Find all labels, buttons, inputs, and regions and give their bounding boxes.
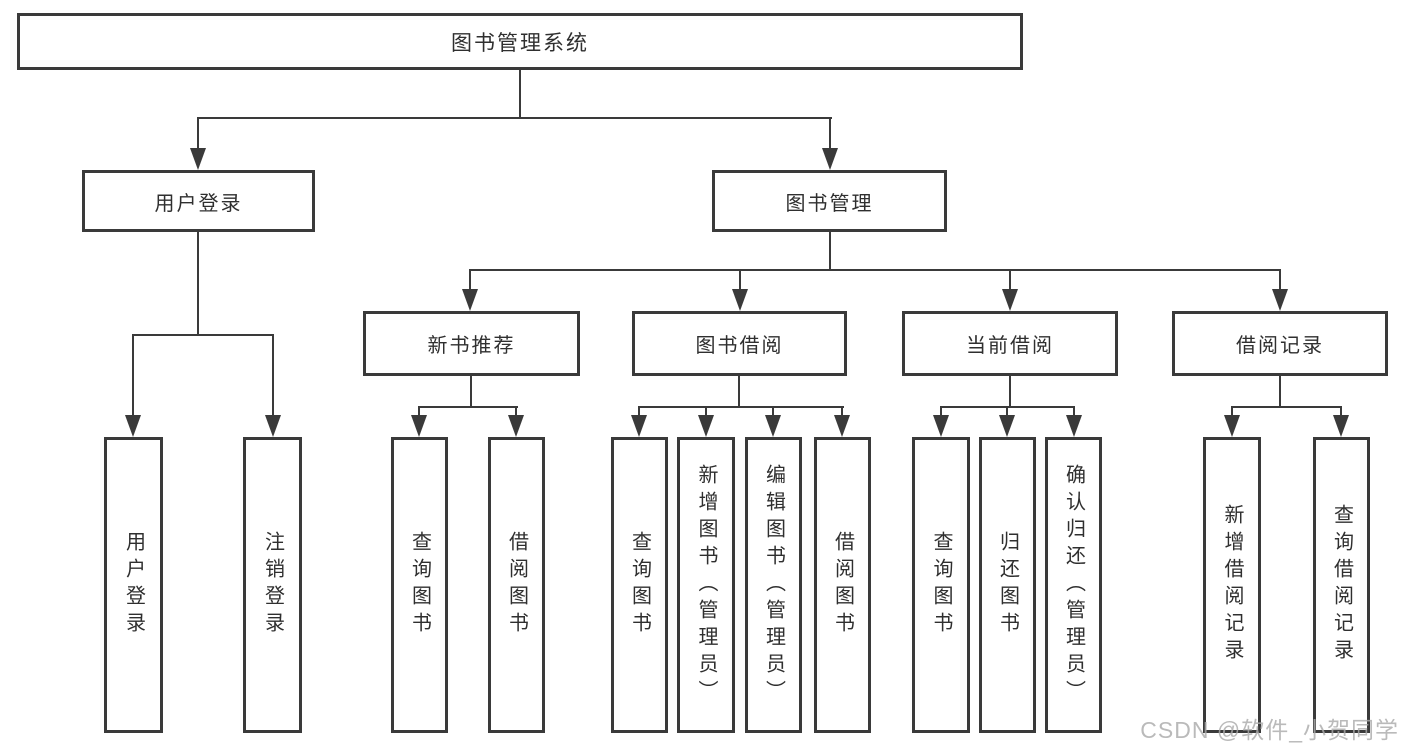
node-book-management: 图书管理 — [712, 170, 947, 232]
connector-line — [1009, 269, 1011, 291]
connector-line — [1073, 406, 1075, 420]
connector-line — [1231, 406, 1342, 408]
node-leaf-query-books-recommend: 查询图书 — [391, 437, 448, 733]
node-library-system: 图书管理系统 — [17, 13, 1023, 70]
connector-line — [197, 117, 199, 151]
node-leaf-edit-book-admin: 编辑图书（管理员） — [745, 437, 802, 733]
node-leaf-logout: 注销登录 — [243, 437, 302, 733]
arrowhead — [1272, 289, 1288, 311]
node-leaf-borrow-books-recommend: 借阅图书 — [488, 437, 545, 733]
node-user-login-label: 用户登录 — [154, 192, 243, 215]
arrowhead — [125, 415, 141, 437]
connector-line — [739, 269, 741, 291]
node-leaf-logout-label: 注销登录 — [261, 531, 284, 639]
connector-line — [132, 334, 274, 336]
connector-line — [1009, 376, 1011, 408]
node-leaf-borrow-books-recommend-label: 借阅图书 — [505, 531, 528, 639]
csdn-watermark: CSDN @软件_小贺同学 — [1140, 717, 1399, 743]
connector-line — [841, 406, 843, 420]
node-user-login: 用户登录 — [82, 170, 315, 232]
connector-line — [515, 406, 517, 420]
connector-line — [197, 117, 832, 119]
node-leaf-return-book-label: 归还图书 — [996, 531, 1019, 639]
node-borrow-records-label: 借阅记录 — [1236, 335, 1324, 357]
arrowhead — [631, 415, 647, 437]
node-borrow-records: 借阅记录 — [1172, 311, 1388, 376]
connector-line — [470, 376, 472, 408]
connector-line — [469, 269, 471, 291]
connector-line — [418, 406, 420, 420]
node-book-borrow-label: 图书借阅 — [695, 335, 784, 357]
node-leaf-query-books-recommend-label: 查询图书 — [408, 531, 431, 639]
arrowhead — [1333, 415, 1349, 437]
arrowhead — [822, 148, 838, 170]
connector-line — [829, 232, 831, 271]
arrowhead — [933, 415, 949, 437]
connector-line — [418, 406, 518, 408]
connector-line — [272, 334, 274, 418]
connector-line — [1006, 406, 1008, 420]
connector-line — [197, 232, 199, 336]
arrowhead — [462, 289, 478, 311]
arrowhead — [1066, 415, 1082, 437]
node-leaf-borrow-books-label: 借阅图书 — [831, 531, 854, 639]
arrowhead — [190, 148, 206, 170]
arrowhead — [999, 415, 1015, 437]
node-leaf-query-borrow-record-label: 查询借阅记录 — [1330, 504, 1353, 666]
node-leaf-user-login: 用户登录 — [104, 437, 163, 733]
connector-line — [638, 406, 640, 420]
node-leaf-query-borrow-record: 查询借阅记录 — [1313, 437, 1370, 733]
connector-line — [132, 334, 134, 418]
node-leaf-add-book-admin: 新增图书（管理员） — [677, 437, 735, 733]
node-new-book-recommend-label: 新书推荐 — [427, 335, 516, 357]
connector-line — [829, 117, 831, 151]
arrowhead — [265, 415, 281, 437]
connector-line — [705, 406, 707, 420]
arrowhead — [834, 415, 850, 437]
node-leaf-add-borrow-record: 新增借阅记录 — [1203, 437, 1261, 733]
connector-line — [1340, 406, 1342, 420]
node-leaf-query-books-borrow: 查询图书 — [611, 437, 668, 733]
arrowhead — [765, 415, 781, 437]
node-leaf-user-login-label: 用户登录 — [122, 531, 145, 639]
node-leaf-confirm-return-admin-label: 确认归还（管理员） — [1062, 463, 1085, 707]
node-leaf-add-borrow-record-label: 新增借阅记录 — [1221, 504, 1243, 666]
node-new-book-recommend: 新书推荐 — [363, 311, 580, 376]
node-library-system-label: 图书管理系统 — [451, 31, 589, 55]
connector-line — [519, 70, 521, 118]
connector-line — [772, 406, 774, 420]
node-book-management-label: 图书管理 — [785, 192, 874, 215]
connector-line — [1279, 269, 1281, 291]
node-leaf-query-books-current: 查询图书 — [912, 437, 970, 733]
node-leaf-return-book: 归还图书 — [979, 437, 1036, 733]
arrowhead — [508, 415, 524, 437]
arrowhead — [1002, 289, 1018, 311]
connector-line — [1279, 376, 1281, 408]
arrowhead — [732, 289, 748, 311]
arrowhead — [1224, 415, 1240, 437]
node-book-borrow: 图书借阅 — [632, 311, 847, 376]
node-current-borrow: 当前借阅 — [902, 311, 1118, 376]
node-leaf-query-books-borrow-label: 查询图书 — [628, 531, 651, 639]
connector-line — [469, 269, 1281, 271]
connector-line — [1231, 406, 1233, 420]
node-leaf-add-book-admin-label: 新增图书（管理员） — [695, 463, 717, 707]
arrowhead — [411, 415, 427, 437]
connector-line — [738, 376, 740, 408]
node-leaf-query-books-current-label: 查询图书 — [930, 531, 952, 639]
node-current-borrow-label: 当前借阅 — [966, 335, 1054, 357]
connector-line — [940, 406, 942, 420]
node-leaf-confirm-return-admin: 确认归还（管理员） — [1045, 437, 1102, 733]
node-leaf-borrow-books: 借阅图书 — [814, 437, 871, 733]
node-leaf-edit-book-admin-label: 编辑图书（管理员） — [762, 463, 785, 707]
arrowhead — [698, 415, 714, 437]
connector-line — [638, 406, 844, 408]
